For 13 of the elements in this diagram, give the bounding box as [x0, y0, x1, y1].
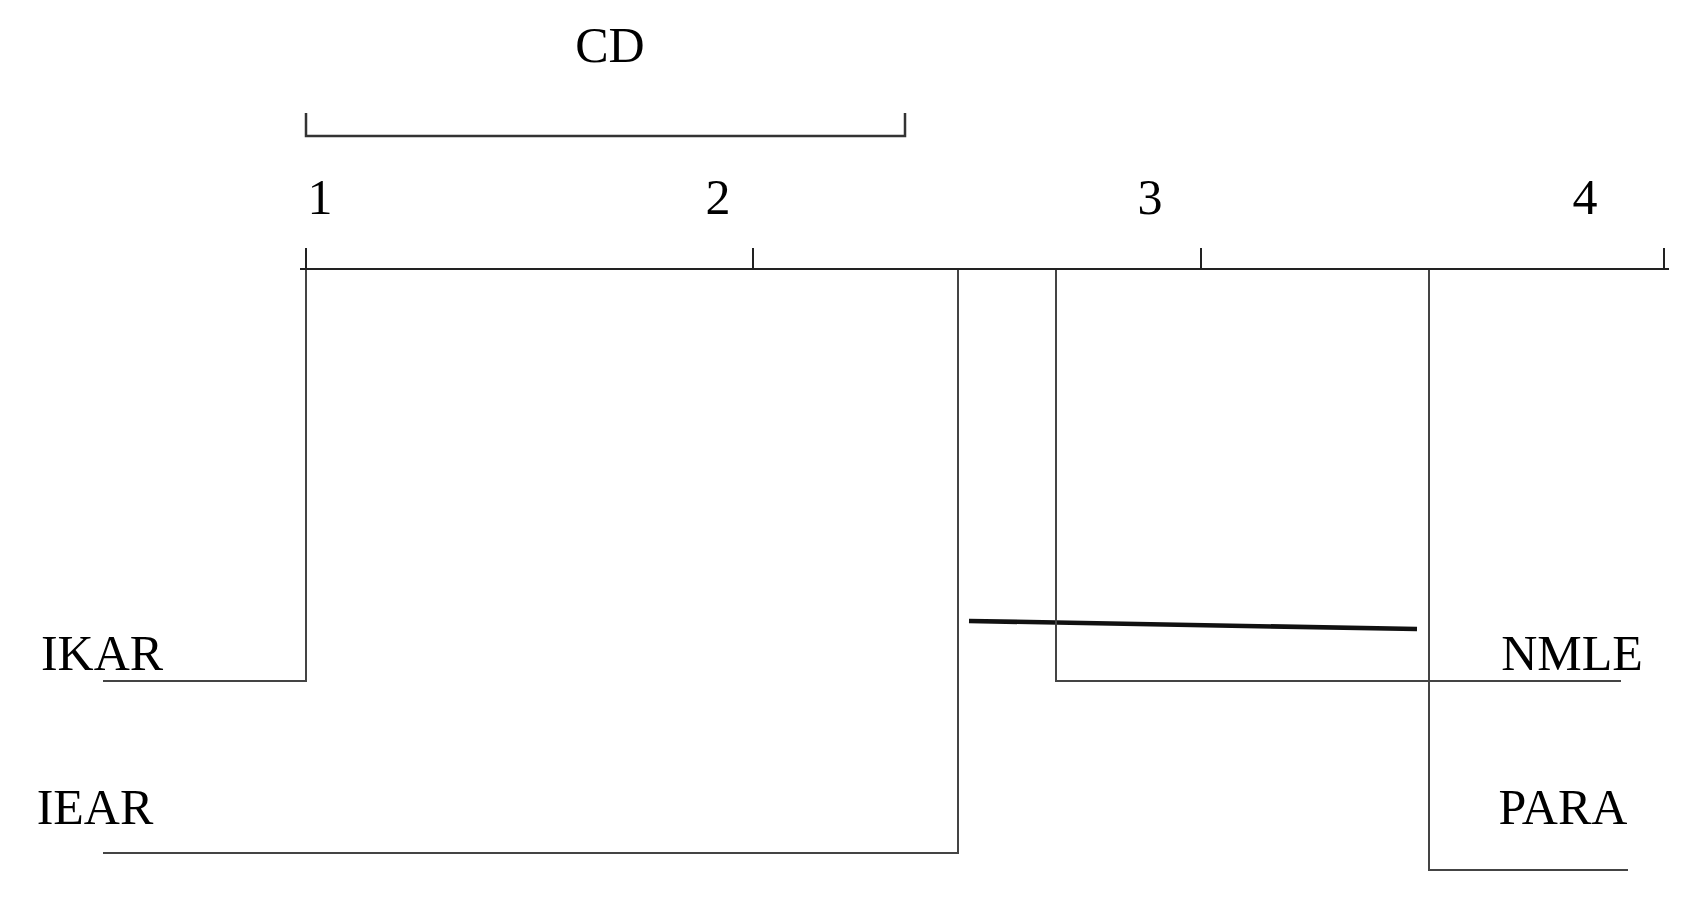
leader-line — [102, 269, 307, 682]
leader-line — [1428, 269, 1629, 871]
rank-tick-label: 3 — [1137, 169, 1163, 225]
leader-line — [102, 269, 959, 854]
method-label: PARA — [1498, 780, 1628, 835]
critical-difference-label: CD — [575, 17, 645, 73]
method-label: IEAR — [36, 780, 154, 835]
rank-tick-label: 1 — [307, 169, 333, 225]
rank-tick-label: 4 — [1572, 169, 1598, 225]
method-label: NMLE — [1501, 626, 1643, 681]
method-label: IKAR — [40, 626, 164, 681]
leader-line — [1055, 269, 1622, 682]
rank-tick-label: 2 — [705, 169, 731, 225]
